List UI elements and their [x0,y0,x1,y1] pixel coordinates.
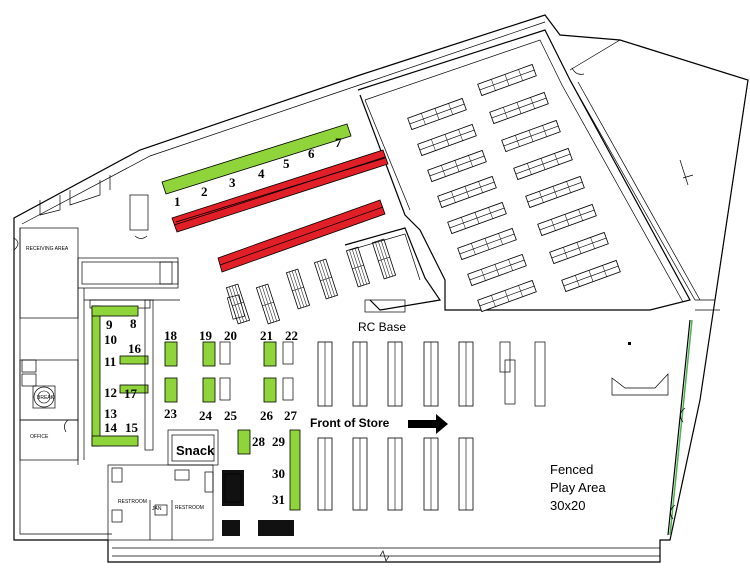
restroom-label-2: RESTROOM [175,505,204,511]
stockroom-rack [467,253,527,287]
table-number-20: 20 [224,328,237,343]
small-rack [371,238,397,280]
table-number-29: 29 [272,434,286,449]
stockroom-rack [417,123,477,157]
receiving-area-label: RECEIVING AREA [26,246,69,252]
door-swing-icon [680,407,686,423]
table-number-18: 18 [164,328,178,343]
table-number-24: 24 [199,408,213,423]
table-number-8: 8 [130,316,137,331]
play-area-line1: Fenced [550,462,593,477]
table-number-22: 22 [285,328,298,343]
table-number-27: 27 [284,408,298,423]
gondola-shelf [317,437,333,511]
table-number-26: 26 [260,408,274,423]
table-number-17: 17 [124,386,138,401]
table-number-12: 12 [104,385,117,400]
table-number-19: 19 [199,328,213,343]
stockroom-rack [513,147,573,181]
top-table-strip [161,123,352,195]
stockroom-rack [407,97,467,131]
table-number-21: 21 [260,328,273,343]
stockroom-rack [549,231,609,265]
small-rack [285,268,311,310]
door-swing-icon [670,504,676,520]
door-swing-icon [13,237,19,251]
stockroom-rack [457,227,517,261]
stockroom-rack [489,91,549,125]
table-number-11: 11 [104,354,116,369]
office-label: OFFICE [30,434,49,440]
stockroom-rack [427,149,487,183]
table-number-5: 5 [283,156,290,171]
table-number-31: 31 [272,492,285,507]
gondola-shelf [317,341,333,407]
left-table-blocks [89,299,154,451]
back-rooms: BREAK OFFICE RECEIVING AREA [13,175,180,465]
small-rack [313,258,339,300]
gondola-shelf [423,437,439,511]
stockroom-rack [447,201,507,235]
front-of-store-label: Front of Store [310,416,390,430]
table-number-10: 10 [104,332,117,347]
outer-walls [13,14,749,563]
rc-base-label: RC Base [358,320,406,334]
red-display-rows [171,149,389,273]
table-number-28: 28 [252,434,266,449]
break-room-label: BREAK [37,395,55,401]
table-number-13: 13 [104,406,118,421]
small-rack [345,246,371,288]
door-swing-icon [571,67,585,75]
gondola-shelf [352,437,368,511]
play-area: Fenced Play Area 30x20 [499,67,693,536]
stockroom-rack [501,119,561,153]
grid-tables [164,341,301,511]
table-number-30: 30 [272,466,285,481]
stockroom-rack [537,203,597,237]
table-number-4: 4 [258,166,265,181]
table-number-3: 3 [229,175,236,190]
gondola-shelf [458,437,474,511]
gondola-shelf [387,437,403,511]
restroom-label-1: RESTROOM [118,499,147,505]
stockroom-rack [561,259,621,293]
restroom-block: RESTROOM RESTROOM JAN Snack [107,429,294,541]
rc-base-area [226,227,442,320]
door-swing-icon [64,419,69,433]
table-number-9: 9 [106,317,113,332]
table-numbers: 1 2 3 4 5 6 7 8 9 10 11 12 13 14 15 16 1… [104,135,342,507]
door-swing-icon [134,235,148,239]
table-number-25: 25 [224,408,238,423]
table-number-2: 2 [201,184,208,199]
stockroom-rack [437,175,497,209]
stockroom-rack [477,63,537,97]
janitor-label: JAN [152,506,162,512]
table-number-1: 1 [174,194,181,209]
table-number-7: 7 [335,135,342,150]
table-number-23: 23 [164,406,178,421]
arrow-right-icon [408,414,448,434]
table-number-14: 14 [104,420,118,435]
table-number-15: 15 [125,420,139,435]
play-area-line3: 30x20 [550,498,585,513]
stockroom-frame [357,29,691,311]
small-rack [255,283,281,325]
stockroom-racks [225,63,621,325]
table-number-6: 6 [308,146,315,161]
gondola-shelf [387,341,403,407]
stockroom-rack [477,279,537,313]
gondola-shelf [458,341,474,407]
center-gondolas [317,341,474,511]
front-of-store: Front of Store RC Base [310,320,448,434]
table-number-16: 16 [128,341,142,356]
gondola-shelf [352,341,368,407]
gondola-shelf [423,341,439,407]
play-area-line2: Play Area [550,480,606,495]
snack-label: Snack [176,443,215,458]
stockroom-rack [525,175,585,209]
